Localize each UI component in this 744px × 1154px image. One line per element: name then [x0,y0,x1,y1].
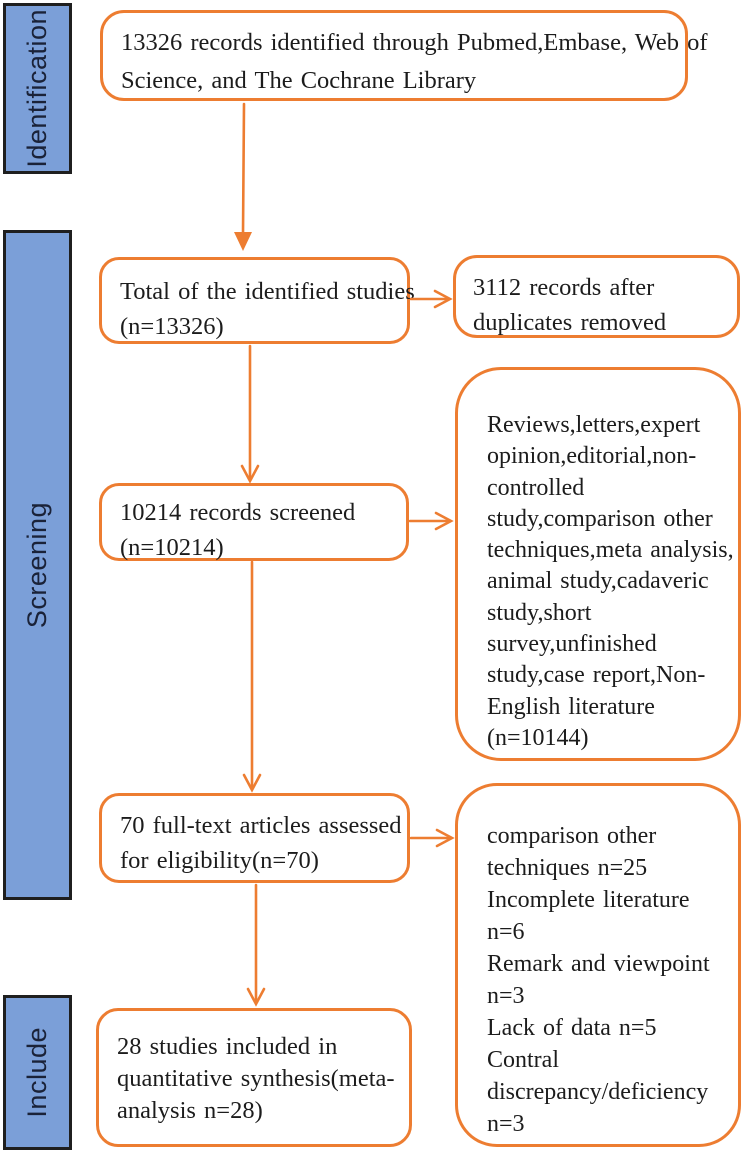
stage-bar-identification: Identification [3,3,72,174]
node-studies-included: 28 studies included in quantitative synt… [96,1008,412,1147]
node-duplicates-removed: 3112 records after duplicates removed [453,255,740,338]
node-records-screened: 10214 records screened (n=10214) [99,483,409,561]
stage-bar-include: Include [3,995,72,1150]
stage-bar-screening: Screening [3,230,72,900]
arrow-screened-to-fulltext [242,560,262,793]
stage-label-identification: Identification [22,9,52,168]
stage-label-include: Include [22,1027,52,1118]
arrow-fulltext-to-exclusions [409,828,455,848]
arrow-fulltext-to-included [246,883,266,1007]
arrow-total-to-duplicates [409,289,453,309]
node-fulltext-exclusions: comparison other techniques n=25 Incompl… [455,783,741,1147]
stage-label-screening: Screening [22,501,52,629]
arrow-total-to-screened [240,344,260,484]
arrow-screened-to-exclusions [408,511,454,531]
node-total-identified-studies: Total of the identified studies (n=13326… [99,257,415,344]
node-fulltext-assessed: 70 full-text articles assessed for eligi… [99,793,410,883]
node-screening-exclusions: Reviews,letters,expert opinion,editorial… [455,367,741,761]
arrow-identified-to-total [234,102,252,251]
node-records-identified: 13326 records identified through Pubmed,… [100,10,708,101]
